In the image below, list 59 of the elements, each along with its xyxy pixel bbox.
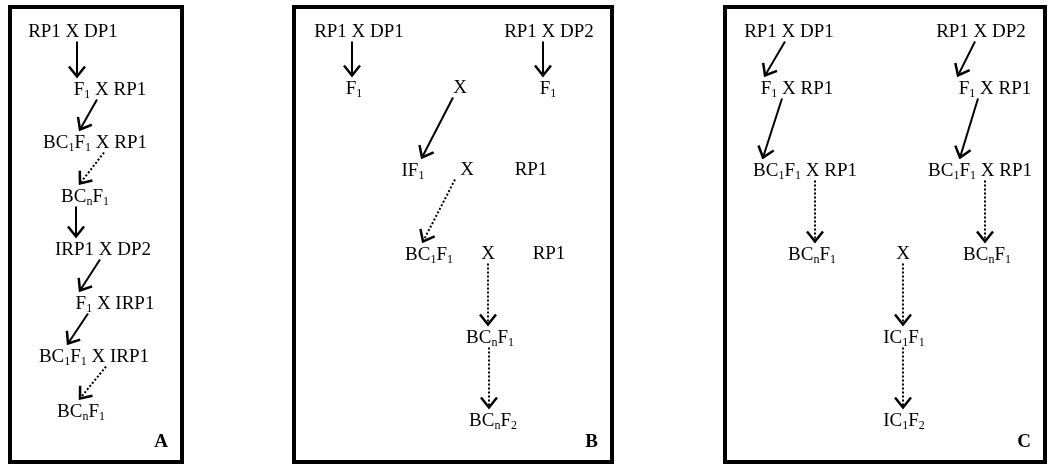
generation-label: RP1 X DP2 bbox=[504, 20, 594, 40]
arrow bbox=[418, 96, 454, 159]
generation-label: F$_{1}$ X RP1 bbox=[760, 77, 834, 97]
generation-label: IF$_{1}$ bbox=[401, 159, 425, 179]
generation-label: BC$_{n}$F$_{1}$ bbox=[788, 243, 836, 263]
arrow bbox=[954, 40, 976, 77]
generation-label: F$_{1}$ X RP1 bbox=[73, 78, 147, 98]
generation-label: BC$_{1}$F$_{1}$ X RP1 bbox=[753, 159, 857, 179]
arrow bbox=[975, 179, 995, 243]
arrow bbox=[66, 205, 86, 238]
panel-frame bbox=[8, 5, 184, 464]
generation-label: BC$_{n}$F$_{1}$ bbox=[466, 326, 514, 346]
generation-label: F$_{1}$ bbox=[539, 77, 557, 97]
arrow bbox=[342, 40, 362, 77]
arrow bbox=[419, 178, 456, 243]
arrow bbox=[78, 151, 105, 185]
generation-label: IC$_{1}$F$_{1}$ bbox=[883, 326, 925, 346]
arrow bbox=[67, 40, 87, 78]
arrow bbox=[76, 98, 98, 131]
arrow bbox=[757, 97, 783, 159]
generation-label: IRP1 X DP2 bbox=[54, 238, 152, 258]
arrow bbox=[478, 262, 498, 326]
generation-label: RP1 X DP1 bbox=[28, 20, 118, 40]
arrow bbox=[78, 365, 107, 400]
generation-label: BC$_{1}$F$_{1}$ X IRP1 bbox=[38, 345, 150, 365]
generation-label: RP1 X DP1 bbox=[744, 20, 834, 40]
generation-label: BC$_{n}$F$_{1}$ bbox=[963, 243, 1011, 263]
arrow bbox=[893, 262, 913, 326]
generation-label: X bbox=[453, 76, 467, 96]
generation-label: RP1 X DP1 bbox=[314, 20, 404, 40]
generation-label: F$_{1}$ X IRP1 bbox=[75, 292, 155, 312]
arrow bbox=[761, 40, 786, 77]
panel-letter: C bbox=[1017, 431, 1031, 450]
generation-label: BC$_{n}$F$_{2}$ bbox=[469, 409, 517, 429]
generation-label: IC$_{1}$F$_{2}$ bbox=[883, 409, 925, 429]
generation-label: F$_{1}$ bbox=[345, 77, 363, 97]
generation-label: X bbox=[460, 158, 474, 178]
panel-letter: B bbox=[585, 431, 598, 450]
arrow bbox=[893, 346, 913, 409]
generation-label: RP1 bbox=[514, 158, 548, 178]
arrow bbox=[65, 312, 89, 345]
arrow bbox=[805, 179, 825, 243]
arrow bbox=[479, 346, 499, 409]
panel-frame bbox=[292, 5, 614, 464]
panel-frame bbox=[723, 5, 1047, 464]
arrow bbox=[77, 258, 101, 292]
generation-label: BC$_{n}$F$_{1}$ bbox=[61, 185, 109, 205]
generation-label: BC$_{1}$F$_{1}$ X RP1 bbox=[43, 131, 147, 151]
panel-letter: A bbox=[154, 431, 168, 450]
arrow bbox=[954, 97, 979, 159]
generation-label: RP1 bbox=[532, 242, 566, 262]
generation-label: X bbox=[481, 242, 495, 262]
generation-label: BC$_{1}$F$_{1}$ bbox=[405, 243, 453, 263]
arrow bbox=[533, 40, 553, 77]
generation-label: X bbox=[896, 242, 910, 262]
generation-label: BC$_{n}$F$_{1}$ bbox=[57, 400, 105, 420]
generation-label: RP1 X DP2 bbox=[936, 20, 1026, 40]
generation-label: BC$_{1}$F$_{1}$ X RP1 bbox=[928, 159, 1032, 179]
generation-label: F$_{1}$ X RP1 bbox=[958, 77, 1032, 97]
